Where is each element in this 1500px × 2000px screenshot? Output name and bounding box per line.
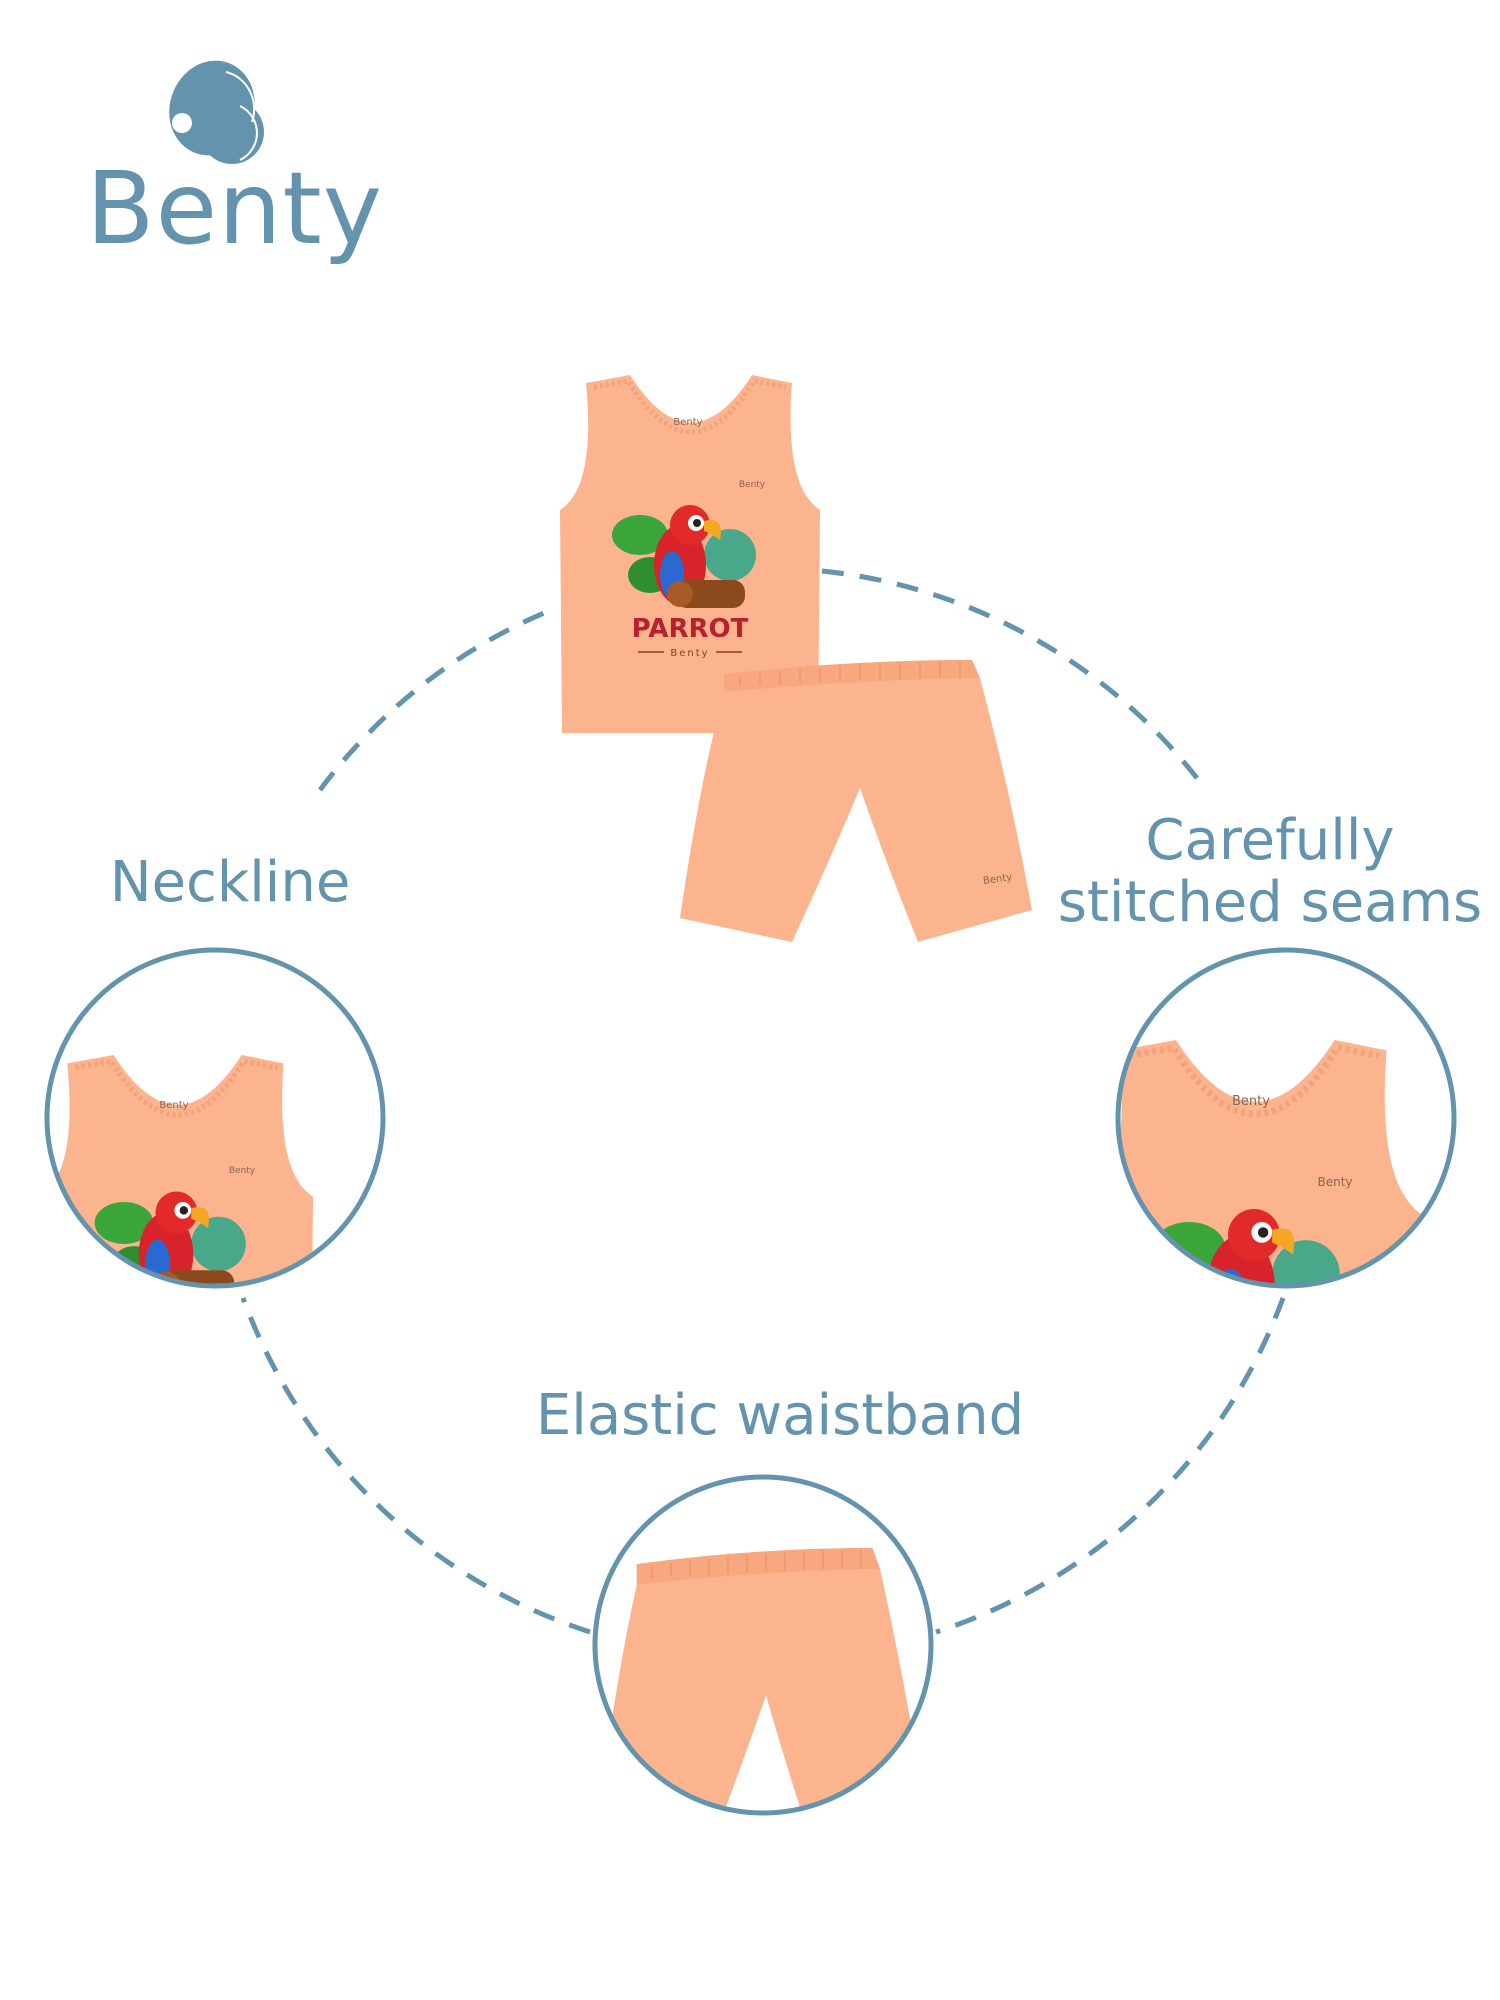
detail-circle-neckline: Benty Benty (44, 947, 386, 1289)
benty-b-mark-icon (169, 60, 264, 164)
neck-tag-text: Benty (159, 1100, 188, 1111)
neck-tag-text: Benty (673, 417, 702, 428)
print-subtitle: Benty (670, 648, 709, 659)
chest-logo-text: Benty (1317, 1175, 1352, 1189)
feature-label-seams: Carefully stitched seams (1057, 808, 1483, 935)
detail-circle-seams: Benty Benty (1115, 947, 1457, 1289)
feature-label-waistband: Elastic waistband (535, 1383, 1025, 1448)
print-title: PARROT (632, 614, 749, 644)
brand-wordmark: Benty (86, 150, 383, 267)
dashed-connector-ring (240, 568, 1286, 1635)
chest-logo-text: Benty (229, 1166, 256, 1176)
chest-logo-text: Benty (739, 480, 766, 490)
feature-label-neckline: Neckline (109, 850, 351, 915)
neck-tag-text: Benty (1232, 1094, 1270, 1109)
product-image-tank-top: Benty Benty PARROT Benty (560, 375, 820, 733)
product-image-shorts: Benty (679, 659, 1033, 943)
shorts-logo-text: Benty (982, 872, 1013, 887)
detail-circle-waistband (592, 1474, 934, 1816)
